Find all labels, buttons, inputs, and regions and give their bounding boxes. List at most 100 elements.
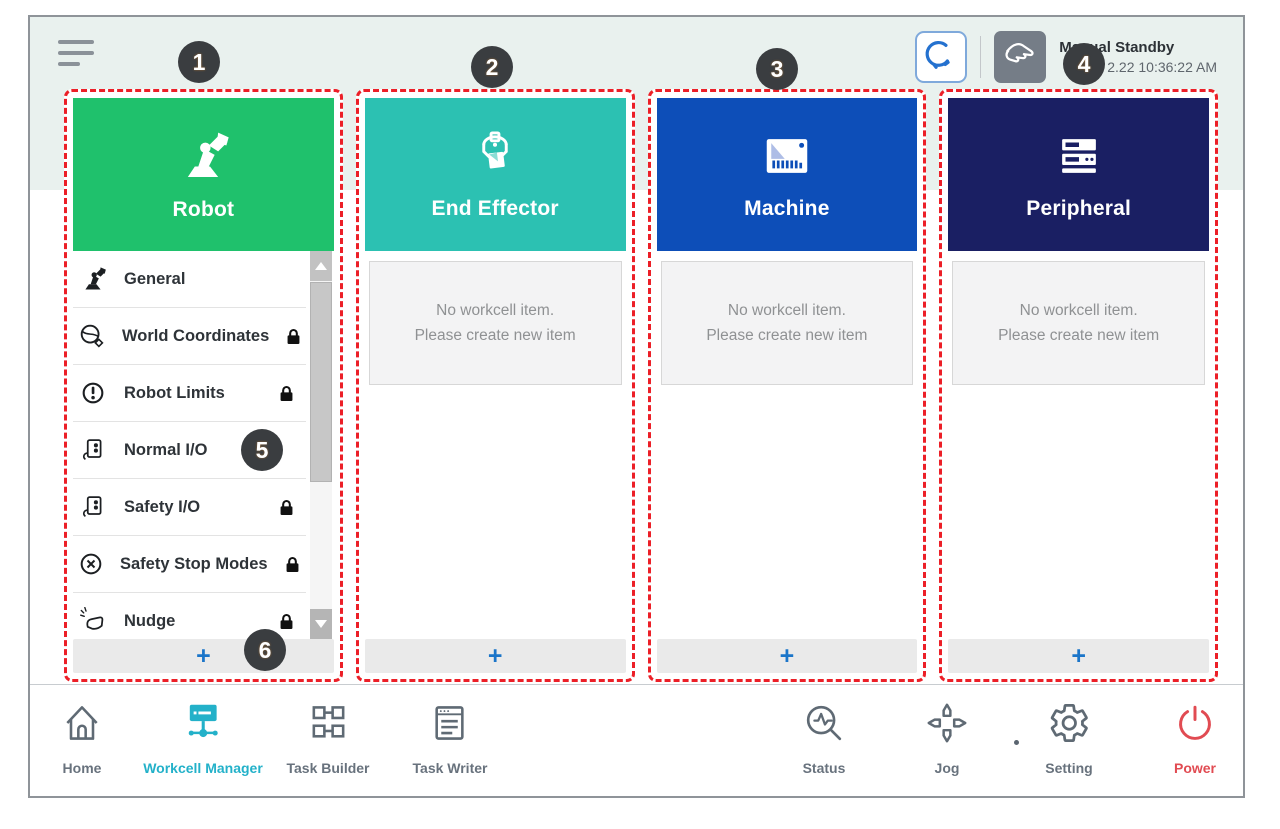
nudge-hand-icon xyxy=(77,607,109,635)
home-icon xyxy=(60,700,104,751)
column-title: Robot xyxy=(172,197,235,221)
nav-home[interactable]: Home xyxy=(60,700,104,776)
column-end-effector: End Effector No workcell item. Please cr… xyxy=(355,89,635,682)
scrollbar[interactable] xyxy=(309,251,332,639)
nav-task-writer[interactable]: Task Writer xyxy=(413,700,487,776)
empty-state: No workcell item. Please create new item xyxy=(660,261,914,385)
gear-icon xyxy=(1047,700,1091,751)
hamburger-icon xyxy=(58,40,94,44)
menu-item-label: Safety Stop Modes xyxy=(120,554,268,573)
callout-badge-2: 2 xyxy=(471,46,513,88)
manual-mode-button[interactable] xyxy=(994,31,1047,83)
general-robot-icon xyxy=(77,265,109,293)
menu-item-label: Normal I/O xyxy=(124,440,208,459)
empty-state-line2: Please create new item xyxy=(998,326,1160,344)
app-window: Manual Standby 2.22 10:36:22 AM Robot xyxy=(28,15,1245,798)
power-icon xyxy=(1174,700,1216,751)
robot-arm-icon xyxy=(175,128,231,184)
machine-body: No workcell item. Please create new item xyxy=(656,251,918,639)
dot-separator xyxy=(1014,740,1019,745)
lock-icon xyxy=(283,555,302,574)
workcell-manager-icon xyxy=(180,700,226,751)
workcell-columns: Robot General xyxy=(64,89,1218,682)
machine-icon xyxy=(760,129,814,183)
status-pulse-icon xyxy=(801,700,847,751)
peripheral-category-header[interactable]: Peripheral xyxy=(948,98,1209,251)
add-peripheral-item-button[interactable]: + xyxy=(948,639,1209,673)
menu-item-label: Robot Limits xyxy=(124,383,225,402)
peripheral-body: No workcell item. Please create new item xyxy=(948,251,1209,639)
empty-state-line1: No workcell item. xyxy=(727,301,846,319)
safety-stop-icon xyxy=(77,550,105,578)
empty-state: No workcell item. Please create new item xyxy=(368,261,622,385)
menu-item-label: General xyxy=(124,269,186,288)
nav-setting[interactable]: Setting xyxy=(1045,700,1093,776)
end-effector-gripper-icon xyxy=(468,129,522,183)
nav-task-builder[interactable]: Task Builder xyxy=(287,700,370,776)
empty-state-line1: No workcell item. xyxy=(436,301,555,319)
robot-category-header[interactable]: Robot xyxy=(73,98,334,251)
menu-item-normal-io[interactable]: Normal I/O xyxy=(73,422,306,479)
add-machine-item-button[interactable]: + xyxy=(656,639,918,673)
nav-workcell-manager[interactable]: Workcell Manager xyxy=(143,700,263,776)
plus-icon: + xyxy=(487,641,503,670)
menu-item-label: Nudge xyxy=(124,611,176,630)
bottom-navigation: Home Workcell Manager xyxy=(30,684,1243,796)
nav-jog[interactable]: Jog xyxy=(924,700,970,776)
lock-icon xyxy=(277,612,296,631)
plus-icon: + xyxy=(1071,641,1086,670)
add-end-effector-item-button[interactable]: + xyxy=(364,639,626,673)
menu-item-label: World Coordinates xyxy=(122,326,270,345)
column-title: End Effector xyxy=(431,196,559,220)
io-icon xyxy=(77,493,109,521)
robot-limits-icon xyxy=(77,379,109,407)
column-peripheral: Peripheral No workcell item. Please crea… xyxy=(939,89,1218,682)
divider xyxy=(980,36,982,78)
column-title: Peripheral xyxy=(1026,196,1131,220)
lock-icon xyxy=(277,384,296,403)
robot-menu-list: General World Coordinates xyxy=(73,251,306,639)
callout-badge-1: 1 xyxy=(178,41,220,83)
robot-servo-button[interactable] xyxy=(915,31,968,83)
menu-item-robot-limits[interactable]: Robot Limits xyxy=(73,365,306,422)
empty-state-line1: No workcell item. xyxy=(1019,301,1138,319)
empty-state: No workcell item. Please create new item xyxy=(952,261,1205,385)
world-coordinates-icon xyxy=(77,321,107,351)
add-robot-item-button[interactable]: + xyxy=(73,639,334,673)
menu-item-safety-io[interactable]: Safety I/O xyxy=(73,479,306,536)
robot-menu-body: General World Coordinates xyxy=(73,251,334,639)
scrollbar-thumb[interactable] xyxy=(309,282,332,482)
task-writer-icon xyxy=(428,700,472,751)
arrow-up-icon xyxy=(314,262,327,270)
empty-state-line2: Please create new item xyxy=(414,326,576,344)
gripper-icon xyxy=(924,39,958,76)
callout-badge-3: 3 xyxy=(756,48,798,90)
nav-power[interactable]: Power xyxy=(1174,700,1216,776)
menu-button[interactable] xyxy=(58,40,98,72)
menu-item-label: Safety I/O xyxy=(124,497,201,516)
end-effector-category-header[interactable]: End Effector xyxy=(364,98,626,251)
column-machine: Machine No workcell item. Please create … xyxy=(647,89,927,682)
arrow-down-icon xyxy=(314,620,327,628)
menu-item-world-coordinates[interactable]: World Coordinates xyxy=(73,308,306,365)
callout-badge-5: 5 xyxy=(241,429,283,471)
empty-state-line2: Please create new item xyxy=(706,326,868,344)
status-datetime: 2.22 10:36:22 AM xyxy=(1107,59,1217,75)
scroll-down-button[interactable] xyxy=(309,609,332,639)
hand-icon xyxy=(1001,36,1039,79)
machine-category-header[interactable]: Machine xyxy=(656,98,918,251)
callout-badge-6: 6 xyxy=(244,629,286,671)
menu-item-nudge[interactable]: Nudge xyxy=(73,593,306,639)
scroll-up-button[interactable] xyxy=(309,251,332,281)
lock-icon xyxy=(284,327,303,346)
menu-item-general[interactable]: General xyxy=(73,251,306,308)
menu-item-safety-stop-modes[interactable]: Safety Stop Modes xyxy=(73,536,306,593)
end-effector-body: No workcell item. Please create new item xyxy=(364,251,626,639)
lock-icon xyxy=(277,498,296,517)
callout-badge-4: 4 xyxy=(1063,43,1105,85)
plus-icon: + xyxy=(196,641,211,670)
plus-icon: + xyxy=(779,641,795,670)
column-robot: Robot General xyxy=(64,89,343,682)
column-title: Machine xyxy=(744,196,830,220)
nav-status[interactable]: Status xyxy=(801,700,847,776)
